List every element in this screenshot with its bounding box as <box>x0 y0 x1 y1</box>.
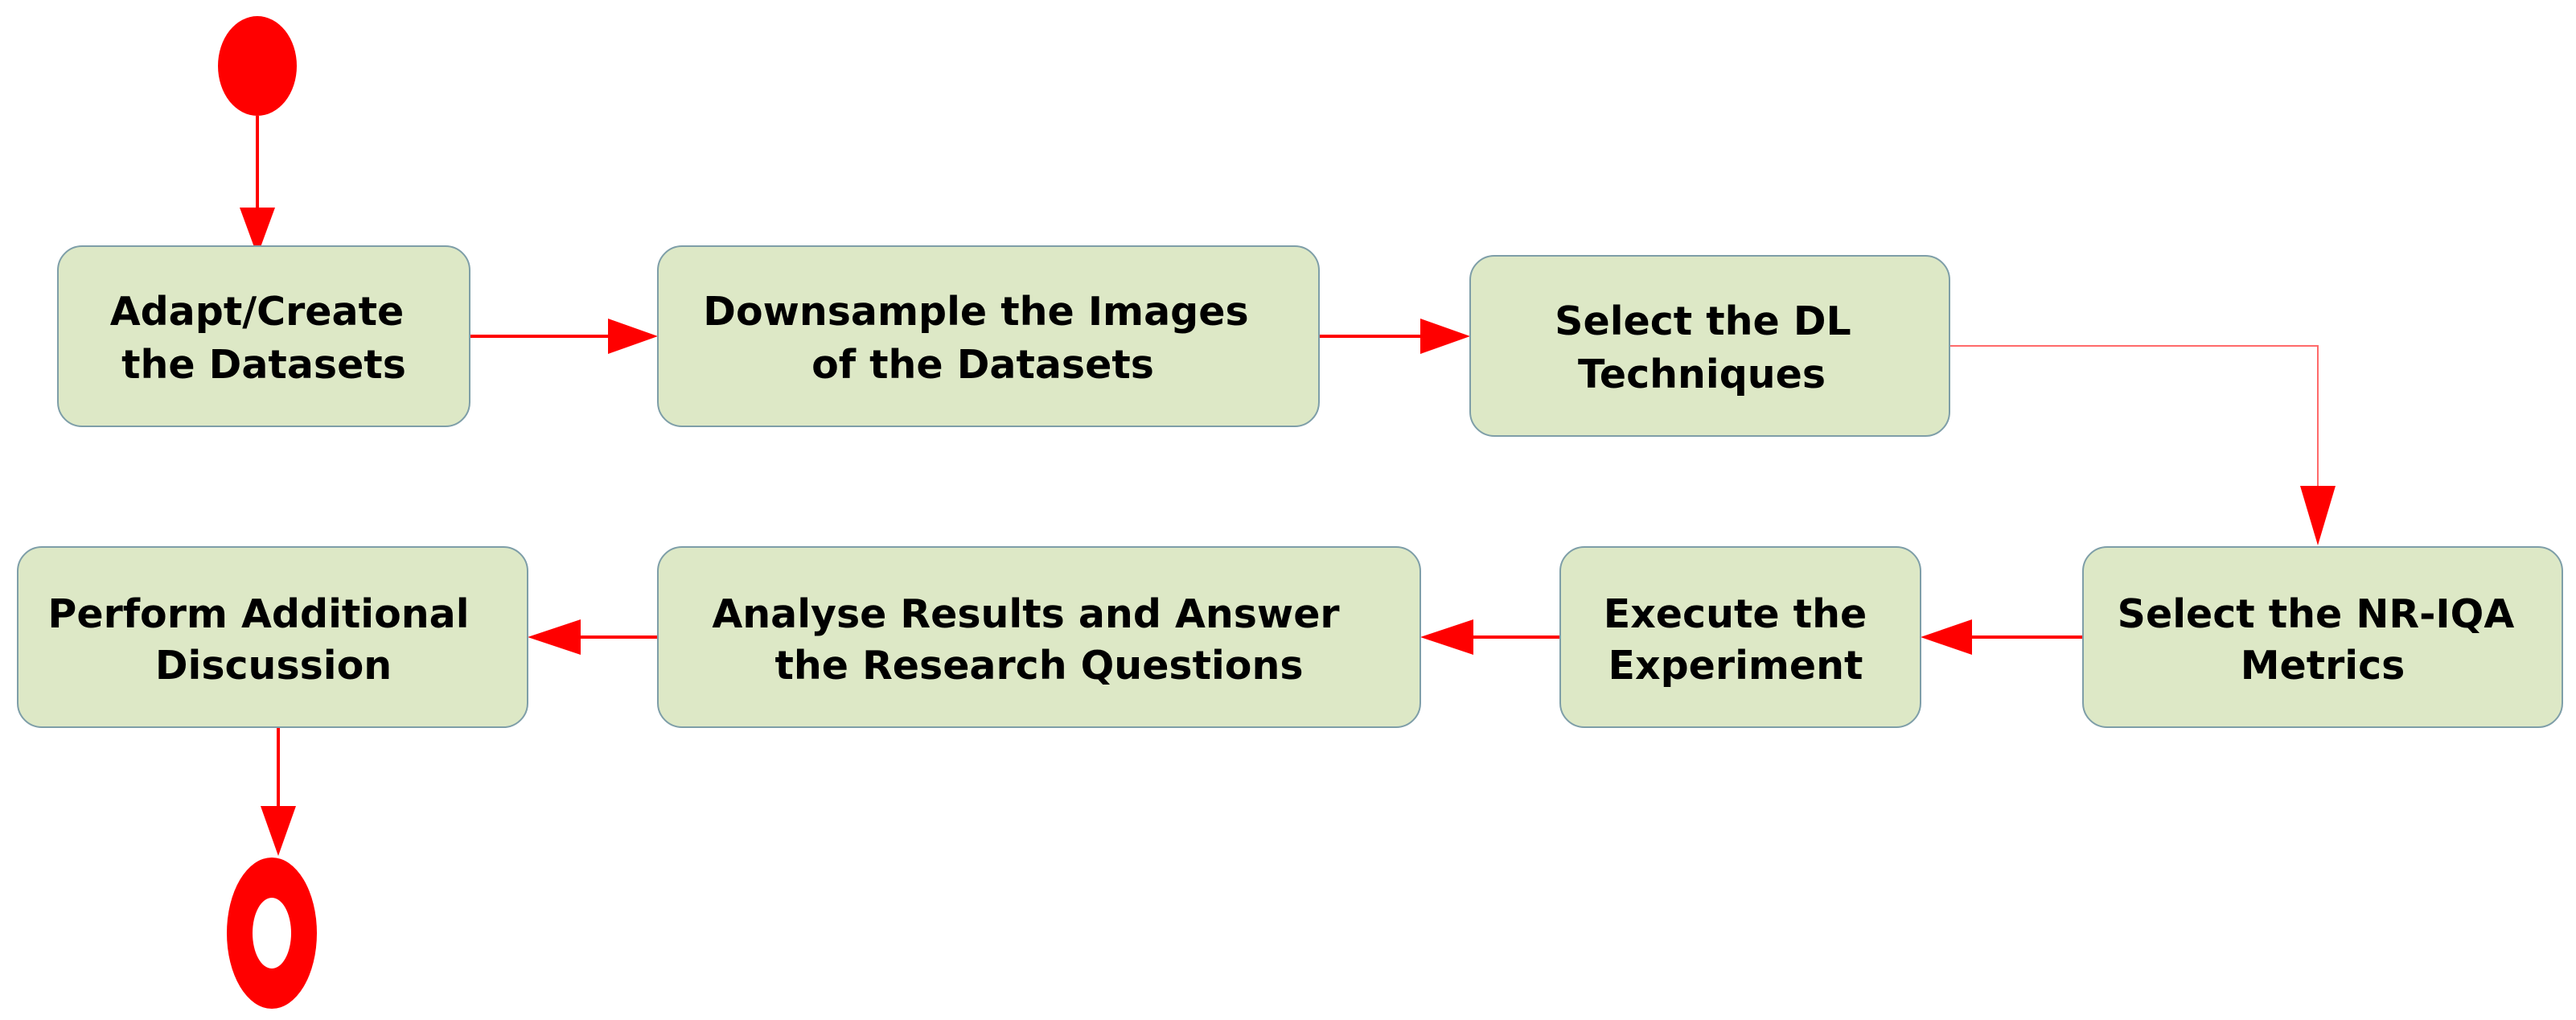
edge-metrics-execute <box>1921 619 2083 655</box>
svg-text:Adapt/Create the Dataset: Adapt/Create the Datasets <box>110 289 418 388</box>
node-select-metrics-line-2: Metrics <box>2241 643 2405 689</box>
node-perform: Perform Additional Discussion <box>17 546 528 728</box>
node-downsample-line-2: of the Datasets <box>811 342 1154 388</box>
svg-text:Select the NR-IQA Metric: Select the NR-IQA Metrics <box>2118 591 2529 689</box>
edge-selectdl-metrics <box>1949 345 2336 545</box>
edge-start-adapt <box>240 116 275 256</box>
svg-text:Analyse Results and Answer: Analyse Results and Answer the Research … <box>712 591 1353 689</box>
node-execute-line-1: Execute the <box>1604 591 1867 637</box>
node-downsample-line-1: Downsample the Images <box>703 289 1248 335</box>
edge-analyse-perform <box>528 619 658 655</box>
end-node <box>227 858 317 1009</box>
node-execute-line-2: Experiment <box>1608 643 1863 689</box>
edge-adapt-downsample <box>470 319 658 354</box>
edge-downsample-selectdl <box>1319 319 1470 354</box>
svg-text:Downsample the Images of: Downsample the Images of the Datasets <box>703 289 1262 388</box>
node-select-metrics: Select the NR-IQA Metrics <box>2082 546 2563 728</box>
node-adapt-line-2: the Datasets <box>121 342 406 388</box>
svg-text:Select the DL Techniques: Select the DL Techniques <box>1555 298 1865 397</box>
node-adapt: Adapt/Create the Datasets <box>57 245 470 427</box>
node-analyse-line-2: the Research Questions <box>774 643 1303 689</box>
node-select-dl-line-2: Techniques <box>1578 352 1826 397</box>
node-adapt-line-1: Adapt/Create <box>110 289 405 335</box>
start-node <box>218 16 297 116</box>
svg-text:Execute the Experiment: Execute the Experiment <box>1604 591 1881 689</box>
edges <box>240 116 2336 856</box>
node-perform-line-1: Perform Additional <box>47 591 469 637</box>
node-select-dl-line-1: Select the DL <box>1555 298 1851 344</box>
edge-perform-end <box>261 727 296 856</box>
node-analyse: Analyse Results and Answer the Research … <box>657 546 1421 728</box>
node-downsample: Downsample the Images of the Datasets <box>657 245 1320 427</box>
node-select-dl: Select the DL Techniques <box>1469 255 1950 437</box>
node-analyse-line-1: Analyse Results and Answer <box>712 591 1340 637</box>
node-perform-line-2: Discussion <box>155 643 392 689</box>
node-execute: Execute the Experiment <box>1559 546 1921 728</box>
node-select-metrics-line-1: Select the NR-IQA <box>2118 591 2515 637</box>
edge-execute-analyse <box>1420 619 1560 655</box>
svg-text:Perform Additional Discu: Perform Additional Discussion <box>47 591 483 689</box>
